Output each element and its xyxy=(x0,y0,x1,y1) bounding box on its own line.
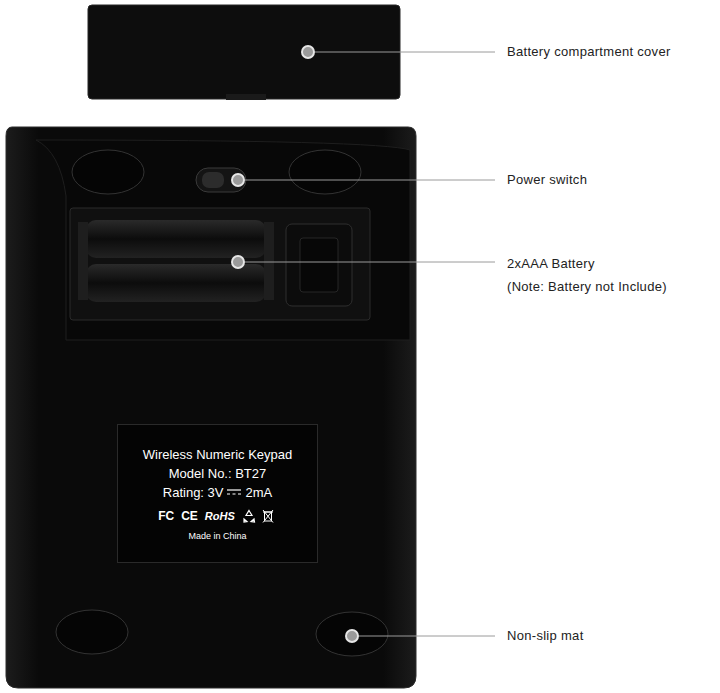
model-number: Model No.: BT27 xyxy=(169,466,267,481)
ce-logo: CE xyxy=(181,509,198,523)
plate-row: Rating: 3V 2mA xyxy=(163,485,272,500)
rohs-logo: RoHS xyxy=(205,510,235,522)
part-label: Non-slip mat xyxy=(507,628,584,643)
fcc-logo: FC xyxy=(158,509,174,523)
note-label: (Note: Battery not Include) xyxy=(507,279,667,294)
recycle-icon xyxy=(242,509,256,523)
keypad-body xyxy=(6,127,416,688)
plate-title: Wireless Numeric Keypad xyxy=(143,447,293,462)
plate-row: Made in China xyxy=(188,531,246,541)
part-label: Power switch xyxy=(507,172,587,187)
origin: Made in China xyxy=(188,531,246,541)
plate-row: FC CE RoHS xyxy=(158,509,277,523)
part-label: Battery compartment cover xyxy=(507,44,671,59)
weee-icon xyxy=(262,509,274,523)
rating: Rating: 3V xyxy=(163,485,224,500)
label-plate: Wireless Numeric KeypadModel No.: BT27Ra… xyxy=(117,424,318,563)
part-label: 2xAAA Battery xyxy=(507,256,595,271)
dc-symbol xyxy=(226,487,242,497)
plate-row: Model No.: BT27 xyxy=(169,466,267,481)
rating: 2mA xyxy=(245,485,272,500)
